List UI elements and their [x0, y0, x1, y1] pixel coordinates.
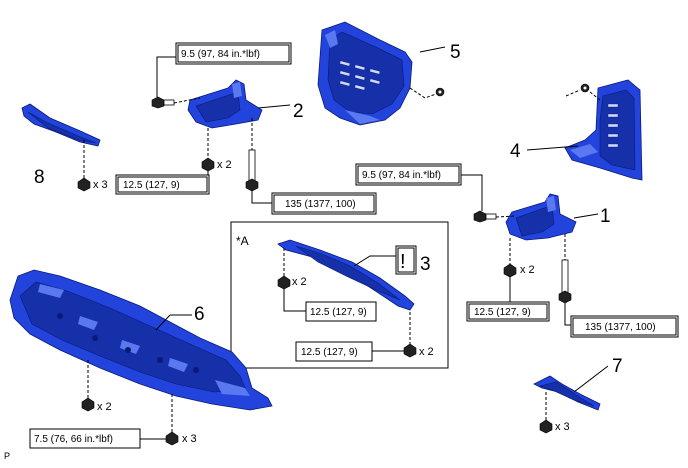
torque-box-12-5-left: 12.5 (127, 9) — [115, 174, 210, 195]
svg-text:!: ! — [400, 251, 406, 273]
part-2-bracket — [187, 79, 263, 129]
corner-label: P — [4, 451, 10, 461]
svg-text:12.5 (127, 9): 12.5 (127, 9) — [301, 347, 358, 358]
svg-text:12.5 (127, 9): 12.5 (127, 9) — [123, 180, 180, 191]
part-number-8: 8 — [34, 167, 45, 188]
caution-symbol: ! — [395, 245, 417, 275]
torque-box-9-5-top: 9.5 (97, 84 in.*lbf) — [175, 42, 292, 65]
part-6-under-cover — [9, 269, 273, 411]
qty-inset-top: x 2 — [292, 276, 307, 288]
part-4-side-panel — [564, 79, 643, 181]
torque-box-9-5-right: 9.5 (97, 84 in.*lbf) — [355, 163, 462, 186]
svg-text:135 (1377, 100): 135 (1377, 100) — [585, 322, 656, 333]
torque-box-inset-b: 12.5 (127, 9) — [295, 341, 373, 362]
qty-part2: x 2 — [217, 159, 232, 171]
torque-box-7-5: 7.5 (76, 66 in.*lbf) — [29, 428, 141, 449]
torque-box-135-left: 135 (1377, 100) — [271, 192, 377, 215]
qty-part8: x 3 — [93, 179, 108, 191]
torque-box-135-right: 135 (1377, 100) — [570, 315, 679, 338]
part-number-6: 6 — [194, 304, 205, 325]
nut-part2 — [201, 157, 215, 172]
nut-inset-top — [277, 275, 291, 290]
svg-text:9.5 (97, 84 in.*lbf): 9.5 (97, 84 in.*lbf) — [362, 170, 441, 181]
torque-box-inset-a: 12.5 (127, 9) — [305, 301, 377, 322]
inset-a-frame: *A — [230, 221, 449, 369]
part-5-fender-liner — [317, 21, 413, 126]
svg-text:7.5 (76, 66 in.*lbf): 7.5 (76, 66 in.*lbf) — [34, 434, 113, 445]
qty-part6-bottom: x 3 — [182, 433, 197, 445]
long-bolt-part1 — [558, 259, 572, 304]
part-number-7: 7 — [612, 356, 623, 377]
part-number-1: 1 — [600, 206, 611, 227]
part-number-5: 5 — [450, 42, 461, 63]
bolt-part8 — [77, 177, 91, 192]
bolt-part6-bottom — [165, 431, 179, 446]
bolt-inset-bottom — [403, 343, 417, 358]
torque-box-12-5-right: 12.5 (127, 9) — [466, 301, 550, 322]
inset-label: *A — [236, 234, 249, 248]
svg-text:12.5 (127, 9): 12.5 (127, 9) — [310, 307, 367, 318]
part-3-brace — [277, 239, 415, 311]
nut-part1 — [503, 263, 517, 278]
clip-part5 — [409, 87, 445, 99]
part-number-4: 4 — [510, 141, 521, 162]
clip-part4 — [565, 83, 601, 101]
qty-inset-bottom: x 2 — [419, 346, 434, 358]
svg-text:135 (1377, 100): 135 (1377, 100) — [285, 199, 356, 210]
bolt-part2-top — [151, 96, 175, 109]
bolt-part7 — [539, 419, 553, 434]
svg-text:9.5 (97, 84 in.*lbf): 9.5 (97, 84 in.*lbf) — [181, 49, 260, 60]
part-1-bracket — [505, 193, 577, 241]
qty-part7: x 3 — [555, 421, 570, 433]
long-bolt-part2 — [245, 149, 259, 192]
bolt-part6 — [81, 397, 95, 412]
part-number-3: 3 — [420, 254, 431, 275]
part-number-2: 2 — [293, 101, 304, 122]
qty-part6: x 2 — [97, 401, 112, 413]
part-7-bracket — [533, 375, 601, 411]
bolt-part1-left — [473, 210, 497, 223]
svg-text:12.5 (127, 9): 12.5 (127, 9) — [474, 307, 531, 318]
part-8-bracket — [21, 103, 101, 147]
qty-part1: x 2 — [520, 264, 535, 276]
